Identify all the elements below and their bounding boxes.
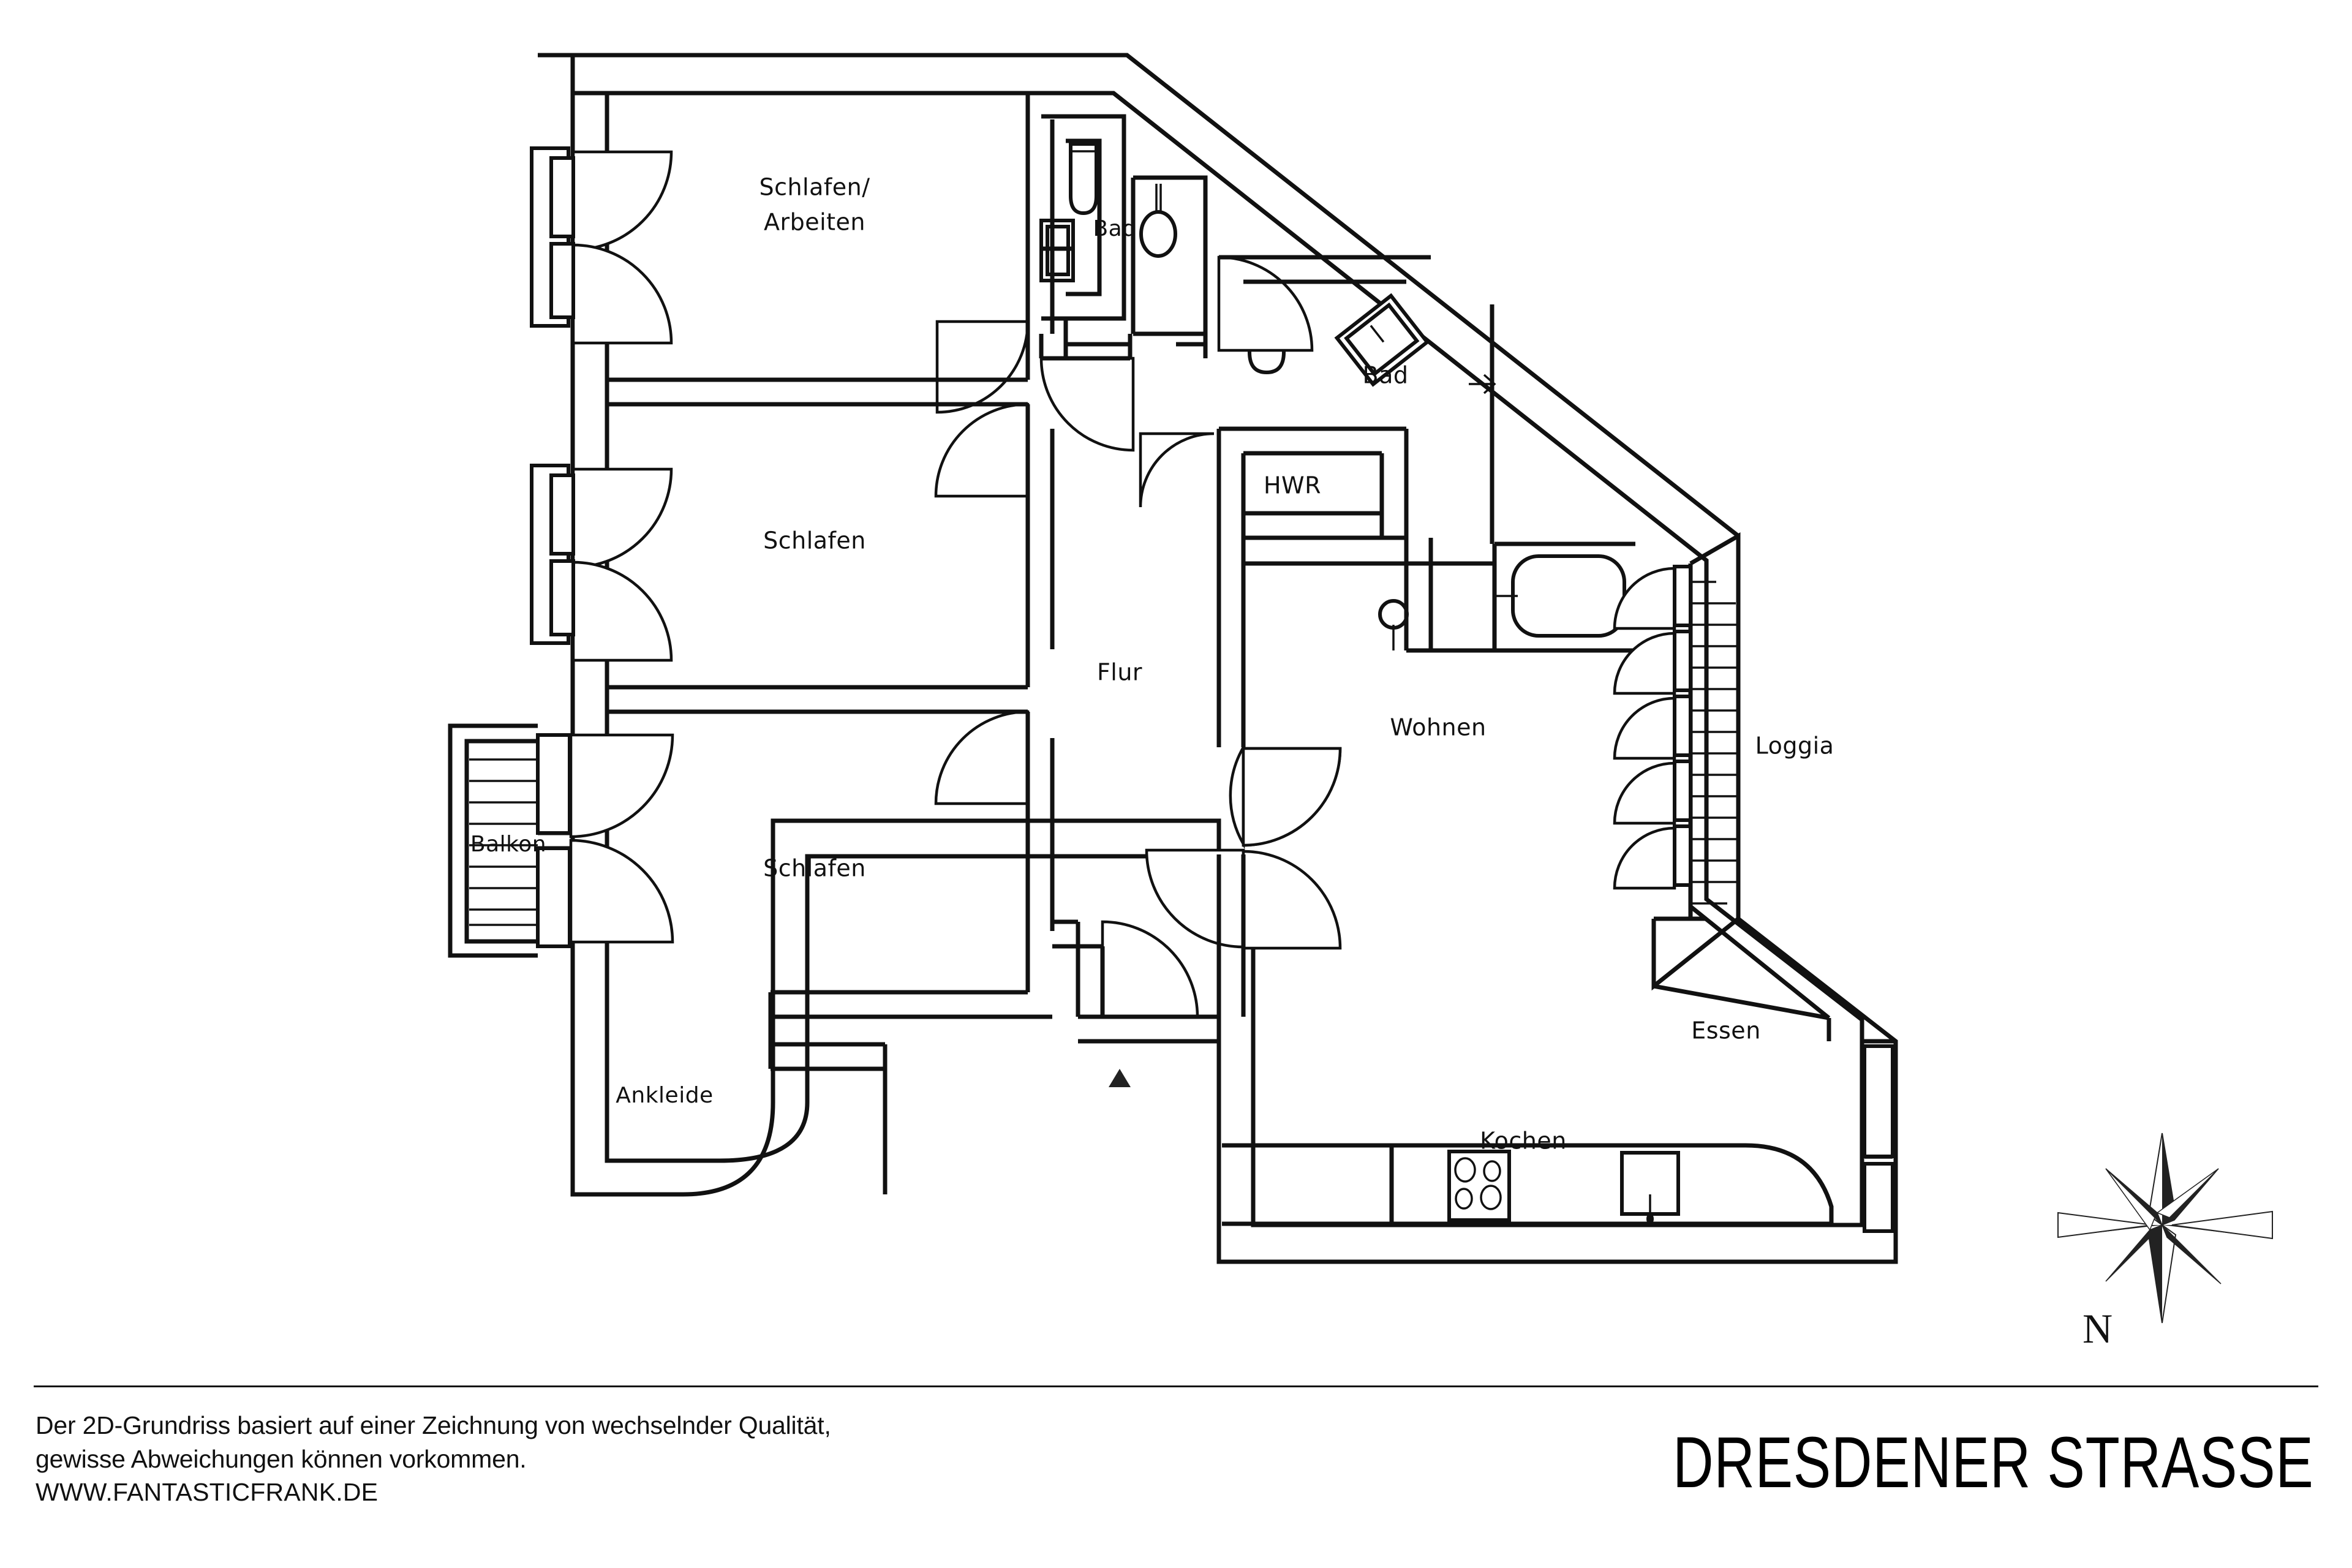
room-label-schlafen-2: Schlafen xyxy=(763,855,866,882)
room-label-essen: Essen xyxy=(1691,1017,1761,1044)
balcony-decking xyxy=(469,758,538,926)
entrance-direction-marker xyxy=(1109,1069,1131,1087)
room-label-hwr: HWR xyxy=(1264,472,1321,499)
cooktop-icon xyxy=(1447,1150,1511,1222)
bidet-icon xyxy=(1378,599,1409,630)
bathtub-icon xyxy=(1511,554,1626,638)
room-label-wohnen: Wohnen xyxy=(1390,714,1486,741)
page-title: DRESDENER STRASSE xyxy=(1673,1422,2314,1503)
balcony-door-arcs xyxy=(569,733,674,944)
balcony xyxy=(448,723,674,958)
disclaimer-line-2: gewisse Abweichungen können vorkommen. xyxy=(36,1444,527,1473)
room-label-schlafen-arbeiten-1: Schlafen/ xyxy=(759,174,870,201)
room-label-flur: Flur xyxy=(1097,659,1142,686)
room-label-schlafen-arbeiten-2: Arbeiten xyxy=(764,209,865,236)
hallway-walls-top xyxy=(607,93,1431,1044)
loggia xyxy=(1613,532,1831,1020)
disclaimer-line-1: Der 2D-Grundriss basiert auf einer Zeich… xyxy=(36,1411,831,1439)
kitchen-fixtures xyxy=(1222,1143,1834,1226)
door-opening-arrow xyxy=(1469,374,1496,394)
room-label-bad-gross: Bad xyxy=(1363,362,1409,389)
toilet-icon xyxy=(1069,142,1098,216)
compass-north-label: N xyxy=(2082,1305,2113,1352)
loggia-door-frames-top xyxy=(1673,565,1692,887)
loggia-door-arcs xyxy=(1613,567,1676,890)
loggia-decking xyxy=(1692,581,1737,905)
room-label-balkon: Balkon xyxy=(470,832,546,857)
room-label-kochen: Kochen xyxy=(1480,1128,1567,1155)
compass-rose-icon xyxy=(2057,1133,2273,1324)
disclaimer-text: Der 2D-Grundriss basiert auf einer Zeich… xyxy=(36,1409,1114,1509)
room-label-bad-klein: Bad xyxy=(1093,216,1136,241)
bedroom-office-door-arcs xyxy=(571,150,673,345)
bedroom-doors-left xyxy=(530,146,673,662)
footer-divider xyxy=(34,1385,2318,1387)
bedroom-1-door-arcs xyxy=(571,467,673,662)
washbasin-icon xyxy=(1334,293,1430,387)
room-label-ankleide: Ankleide xyxy=(616,1083,713,1108)
website-url: WWW.FANTASTICFRANK.DE xyxy=(36,1478,379,1507)
partition-walls xyxy=(607,93,1055,1194)
sink-icon xyxy=(1139,210,1177,258)
room-label-schlafen-1: Schlafen xyxy=(763,527,866,554)
living-room-door-arcs xyxy=(1242,747,1342,950)
room-label-loggia: Loggia xyxy=(1755,733,1834,760)
window-icon xyxy=(1863,1044,1894,1158)
room-labels: Schlafen/ Arbeiten Bad Bad HWR Schlafen … xyxy=(470,174,1834,1155)
essen-area xyxy=(1653,984,1896,1233)
